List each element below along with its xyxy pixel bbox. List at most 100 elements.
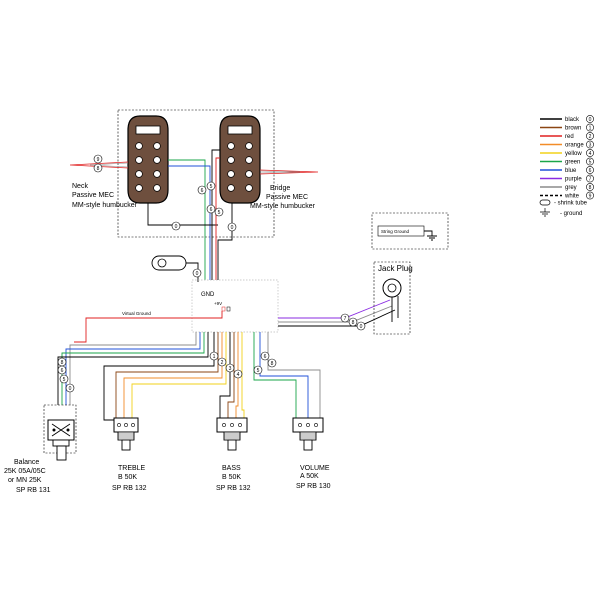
legend-label: black (565, 117, 580, 123)
string-ground-label: String Ground (381, 229, 410, 234)
pickup-cavity-outline (117, 109, 275, 238)
wire-number: 8 (352, 320, 355, 326)
bass-pot (216, 417, 248, 451)
pickup-labels: Neck Passive MEC MM-style humbucker Brid… (72, 183, 316, 210)
wire-number: 5 (218, 210, 221, 216)
legend-number: 1 (589, 125, 592, 131)
wire-number: 6 (61, 368, 64, 374)
balance-label-4: SP RB 131 (16, 487, 51, 494)
legend-item-purple: purple 7 (540, 174, 594, 183)
legend-number: 5 (589, 159, 592, 165)
volume-label-1: VOLUME (300, 465, 330, 472)
wire-number: 9 (97, 157, 100, 163)
legend-item-green: green 5 (540, 157, 594, 166)
balance-label-3: or MN 25K (8, 477, 42, 484)
wire-number: 1 (213, 354, 216, 360)
jack-plug-label: Jack Plug (378, 264, 413, 273)
treble-pot (113, 417, 139, 451)
virtual-ground-label: Virtual Ground (122, 311, 151, 316)
ground-icon (540, 208, 550, 217)
volume-label-3: SP RB 130 (296, 483, 331, 490)
legend-label: grey (565, 185, 577, 191)
legend-number-circle (586, 115, 594, 123)
legend-label: yellow (565, 151, 582, 157)
pot-wire-numbers: 8 6 5 0 1 2 3 4 5 6 8 (57, 351, 277, 393)
pickup-leads (69, 149, 319, 280)
string-ground: String Ground (371, 212, 449, 250)
legend-number-circle (586, 191, 594, 200)
neck-pickup (127, 115, 169, 204)
legend-shrink-tube: - shrink tube (554, 201, 588, 207)
wire-number: 4 (237, 372, 240, 378)
legend-number-circle (586, 132, 594, 140)
balance-label-1: Balance (14, 459, 39, 466)
legend-number: 3 (589, 142, 592, 148)
legend-number: 8 (589, 185, 592, 191)
wire-number: 0 (231, 225, 234, 231)
wire-number: 6 (264, 354, 267, 360)
wire-number: 5 (63, 377, 66, 383)
legend-number: 7 (589, 176, 592, 182)
volume-label-2: A 50K (300, 473, 319, 480)
virtual-ground-wire (74, 311, 223, 343)
legend-item-white: white 9 (540, 191, 594, 200)
output-wires: 7 8 0 (278, 299, 396, 331)
jack-plug: Jack Plug (373, 261, 413, 335)
legend-number-circle (586, 166, 594, 174)
legend-number: 9 (589, 193, 592, 199)
legend-item-yellow: yellow 4 (540, 149, 594, 157)
preamp-board: GND +9V (191, 279, 279, 333)
pot-wires (57, 332, 321, 421)
legend-label: purple (565, 177, 582, 183)
legend-label: brown (565, 126, 581, 132)
treble-label-2: B 50K (118, 474, 137, 481)
balance-pot (43, 404, 77, 461)
wire-number: 2 (221, 360, 224, 366)
legend-number-circle (586, 149, 594, 157)
wire-number: 5 (257, 368, 260, 374)
wire-number: 0 (69, 386, 72, 392)
neck-label-3: MM-style humbucker (72, 202, 138, 209)
legend-number: 2 (589, 134, 592, 140)
legend-item-brown: brown 1 (540, 123, 594, 132)
neck-label-2: Passive MEC (72, 192, 114, 199)
legend-number-circle (586, 183, 594, 191)
legend-item-red: red 2 (540, 132, 594, 140)
legend-label: red (565, 134, 574, 140)
shrink-tube-icon (539, 199, 551, 206)
balance-label-2: 25K 05A/05C (4, 468, 46, 475)
legend-number: 4 (589, 151, 592, 157)
treble-label-1: TREBLE (118, 465, 146, 472)
legend-label: green (565, 160, 580, 166)
plus9v-label: +9V (214, 301, 222, 306)
wire-number: 8 (61, 360, 64, 366)
legend-number: 6 (589, 168, 592, 174)
neck-wire-numbers: 9 8 6 5 0 0 6 5 (93, 154, 237, 232)
legend-item-orange: orange 3 (540, 140, 594, 149)
legend-label: white (564, 194, 580, 200)
legend-number-circle (586, 174, 594, 183)
bass-label-2: B 50K (222, 474, 241, 481)
wire-number: 3 (229, 366, 232, 372)
wire-number: 0 (175, 224, 178, 230)
wire-number: 6 (201, 188, 204, 194)
legend-number-circle (586, 140, 594, 149)
legend-item-grey: grey 8 (540, 183, 594, 191)
ground-lug: 0 (151, 255, 202, 282)
legend-number: 0 (589, 117, 592, 123)
wire-number: 7 (344, 316, 347, 322)
treble-label-3: SP RB 132 (112, 485, 147, 492)
bridge-label-1: Bridge (270, 185, 290, 192)
gnd-label: GND (201, 292, 215, 298)
bridge-pickup (219, 115, 261, 204)
bass-label-3: SP RB 132 (216, 485, 251, 492)
legend-ground: - ground (560, 211, 582, 217)
bridge-label-2: Passive MEC (266, 194, 308, 201)
legend-item-black: black 0 (540, 115, 594, 123)
wire-number: 8 (97, 166, 100, 172)
legend-label: orange (565, 143, 584, 149)
wire-number: 6 (210, 207, 213, 213)
wire-number: 0 (360, 324, 363, 330)
